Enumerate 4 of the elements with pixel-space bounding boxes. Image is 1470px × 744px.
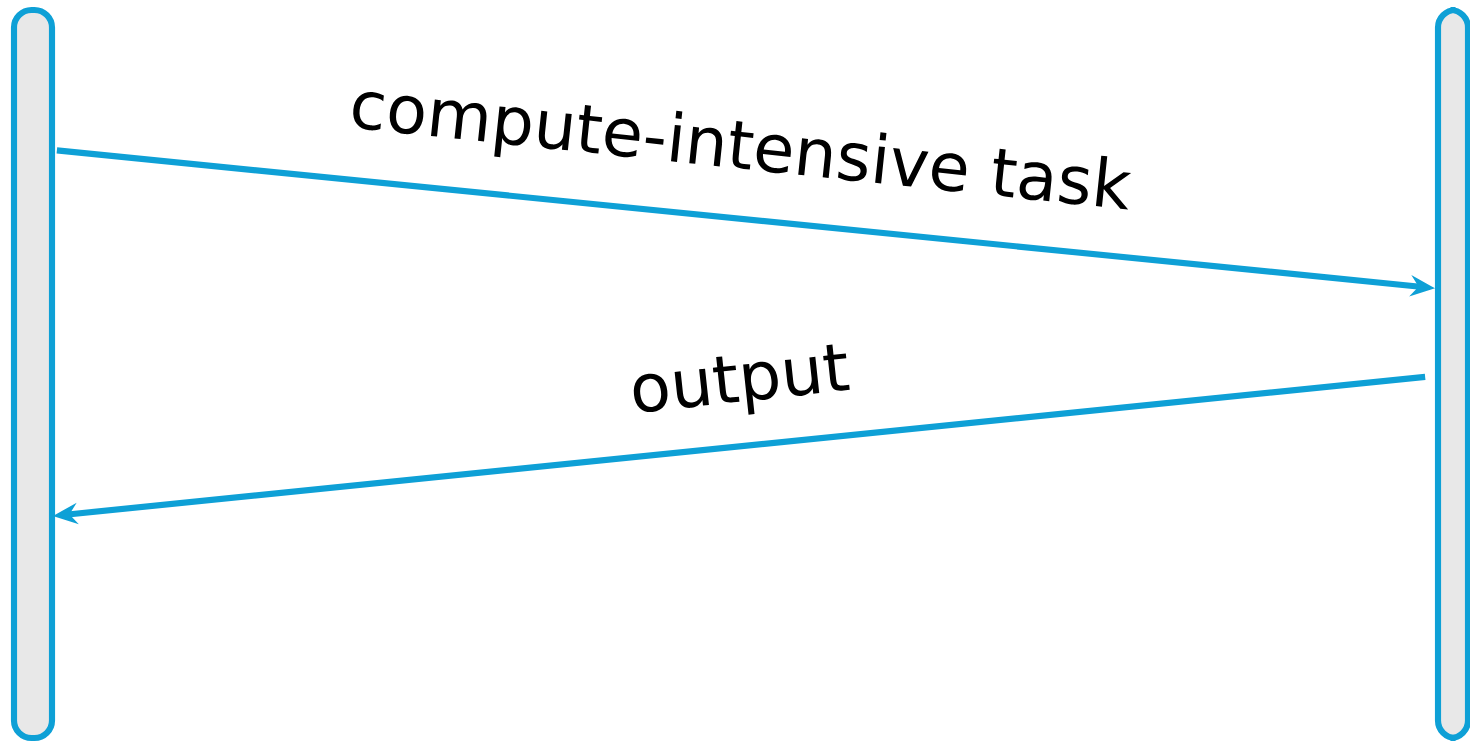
lifeline-bar — [10, 6, 56, 742]
lifeline-bar — [1434, 6, 1470, 742]
edge-label: compute-intensive task — [353, 92, 1132, 210]
edge-label: output — [633, 344, 850, 415]
